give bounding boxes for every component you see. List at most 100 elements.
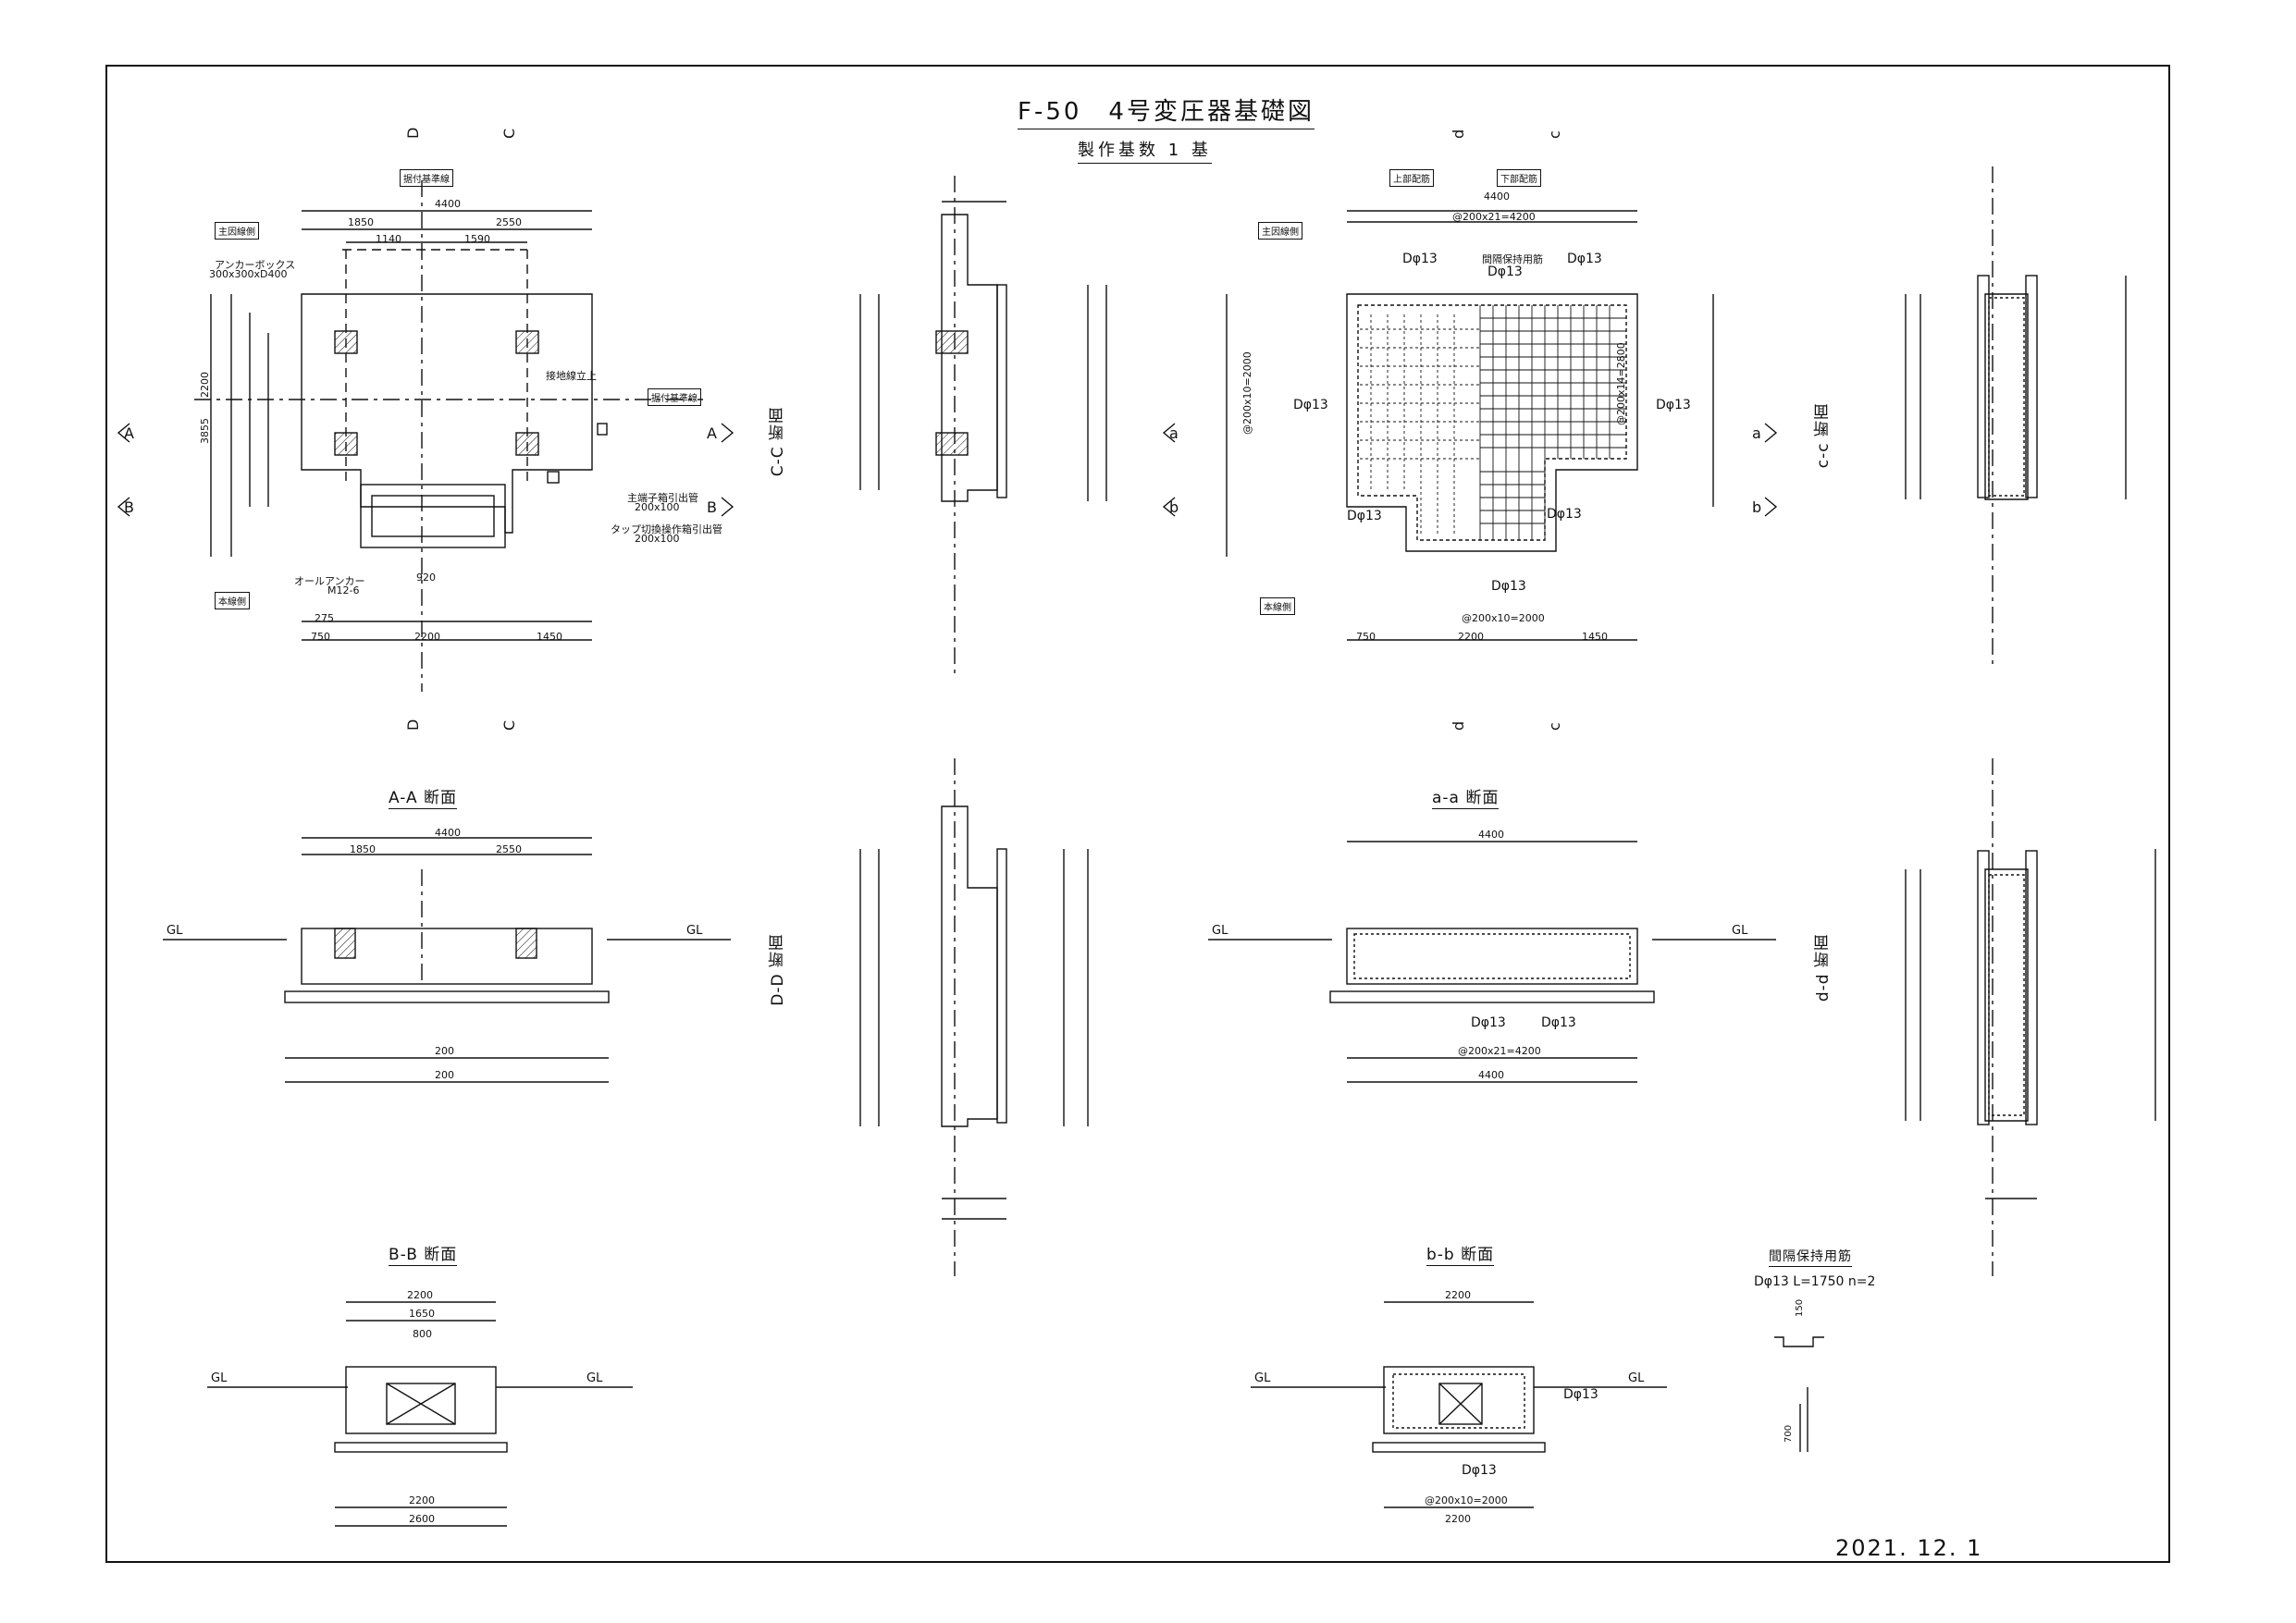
plan-right-spacing-bottom: @200x10=2000 (1462, 612, 1545, 624)
spacer-detail-title: 間隔保持用筋 (1769, 1247, 1852, 1267)
plan-right-bar-d13-4: Dφ13 (1293, 398, 1328, 412)
plan-left-ref-line-label: 据付基準線 (400, 169, 453, 187)
plan-right-dim-1450: 1450 (1582, 631, 1608, 643)
gl-aa-lower-right: GL (1732, 924, 1748, 938)
plan-right-spacing-right: @200x14=2800 (1615, 342, 1627, 425)
plan-left-dim-2200b: 2200 (414, 631, 440, 643)
aa-dim-4800: 200 (435, 1069, 454, 1081)
section-cc (859, 176, 1107, 675)
gl-aa-left: GL (167, 924, 183, 938)
bb-lower-spacing: @200x10=2000 (1425, 1494, 1508, 1506)
gl-aa-lower-left: GL (1212, 924, 1228, 938)
ground-rise-label: 接地線立上 (546, 370, 597, 382)
section-aa-lower (1208, 841, 1776, 1083)
drawing-subtitle: 製作基数 1 基 (1078, 137, 1212, 164)
bb-lower-dim-2200: 2200 (1445, 1289, 1471, 1301)
plan-left-dim-1450: 1450 (537, 631, 562, 643)
plan-right-spacing-top: @200x21=4200 (1452, 211, 1536, 223)
plan-right-bar-d13-2: Dφ13 (1487, 264, 1523, 279)
bb-dim-2200b: 2200 (409, 1494, 435, 1506)
aa-dim-1850: 1850 (350, 843, 376, 855)
plan-left-main-side-label: 主因線側 (215, 222, 259, 240)
plan-left-dim-3855: 3855 (199, 418, 211, 444)
plan-left (117, 180, 734, 692)
gl-bb-right: GL (586, 1371, 603, 1385)
bb-dim-2200: 2200 (407, 1289, 433, 1301)
section-label-aa-lower: a-a 断面 (1432, 784, 1500, 809)
spacer-dim-700: 700 (1784, 1425, 1794, 1443)
plan-left-dim-1140: 1140 (376, 233, 401, 245)
section-dd (859, 758, 1089, 1276)
section-label-aa: A-A 断面 (389, 784, 458, 809)
marker-B-right: B (707, 498, 717, 516)
plan-right-bar-d13-1: Dφ13 (1402, 252, 1438, 266)
gl-bb-left: GL (211, 1371, 228, 1385)
marker-C-bottom: C (500, 720, 518, 731)
lower-bar-label: 下部配筋 (1497, 169, 1541, 187)
plan-left-base-side-label: 本線側 (215, 592, 250, 609)
section-aa (163, 837, 731, 1083)
marker-b-right: b (1752, 498, 1761, 516)
terminal-pipe-size: 200x100 (635, 501, 680, 513)
gl-aa-right: GL (686, 924, 703, 938)
marker-c-top: c (1546, 130, 1563, 139)
drawing-date: 2021. 12. 1 (1835, 1535, 1983, 1561)
plan-right (1162, 210, 1778, 641)
section-label-bb-lower: b-b 断面 (1426, 1241, 1495, 1266)
drawing-title: F-50 4号変圧器基礎図 (1018, 92, 1315, 129)
all-anchor-size: M12-6 (327, 584, 360, 596)
gl-bb-lower-left: GL (1254, 1371, 1271, 1385)
plan-right-dim-2200: 2200 (1458, 631, 1484, 643)
aa-dim-4400: 4400 (435, 827, 461, 839)
plan-left-dim-750: 750 (311, 631, 330, 643)
spacer-dim-150a: 150 (1795, 1299, 1805, 1317)
bb-dim-800: 800 (413, 1328, 432, 1340)
plan-left-dim-275: 275 (315, 612, 334, 624)
marker-d-top: d (1450, 129, 1467, 139)
aa-lower-dim-4400b: 4400 (1478, 1069, 1504, 1081)
gl-bb-lower-right: GL (1628, 1371, 1645, 1385)
plan-left-dim-total: 4400 (435, 198, 461, 210)
plan-right-bar-d13-5: Dφ13 (1656, 398, 1691, 412)
plan-left-dim-2550: 2550 (496, 216, 522, 228)
marker-a-left: a (1169, 424, 1179, 442)
aa-lower-dim-4400: 4400 (1478, 829, 1504, 841)
drawing-frame (105, 65, 2170, 1563)
plan-right-bar-d13-3: Dφ13 (1567, 252, 1602, 266)
marker-b-left: b (1169, 498, 1179, 516)
plan-right-dim-total: 4400 (1484, 191, 1510, 203)
tap-pipe-label: タップ切換操作箱引出管 (611, 523, 722, 535)
section-label-bb: B-B 断面 (389, 1241, 458, 1266)
bb-lower-dim-2200b: 2200 (1445, 1513, 1471, 1525)
upper-bar-label: 上部配筋 (1389, 169, 1434, 187)
aa-lower-bar-2: Dφ13 (1541, 1015, 1576, 1030)
marker-B-left: B (124, 498, 134, 516)
bb-lower-bar-1: Dφ13 (1563, 1387, 1599, 1402)
marker-C-top: C (500, 129, 518, 139)
plan-right-base-side-label: 本線側 (1260, 597, 1295, 615)
tap-pipe-size: 200x100 (635, 533, 680, 545)
bb-dim-2600: 2600 (409, 1513, 435, 1525)
section-bb (207, 1301, 633, 1527)
plan-right-main-side-label: 主因線側 (1258, 222, 1302, 240)
marker-d-bottom: d (1450, 721, 1467, 731)
aa-dim-2550: 2550 (496, 843, 522, 855)
plan-left-dim-1850: 1850 (348, 216, 374, 228)
spacer-detail-spec: Dφ13 L=1750 n=2 (1754, 1274, 1876, 1289)
section-cc-lower (1905, 166, 2127, 666)
all-anchor-label: オールアンカー (294, 575, 365, 587)
plan-right-spacing-left: @200x10=2000 (1241, 351, 1253, 435)
marker-D-bottom: D (404, 719, 422, 731)
marker-A-right: A (707, 424, 717, 442)
plan-right-bar-d13-6: Dφ13 (1347, 509, 1382, 523)
anchor-box-label: アンカーボックス (215, 259, 296, 271)
aa-dim-4400b: 200 (435, 1045, 454, 1057)
aa-lower-bar-1: Dφ13 (1471, 1015, 1506, 1030)
plan-left-dim-860: 920 (416, 572, 436, 584)
section-bb-lower (1251, 1301, 1667, 1508)
marker-c-bottom: c (1546, 722, 1563, 731)
marker-A-left: A (124, 424, 134, 442)
spacer-detail (1774, 1336, 1824, 1452)
spacer-bar-label: 間隔保持用筋 (1482, 253, 1543, 265)
